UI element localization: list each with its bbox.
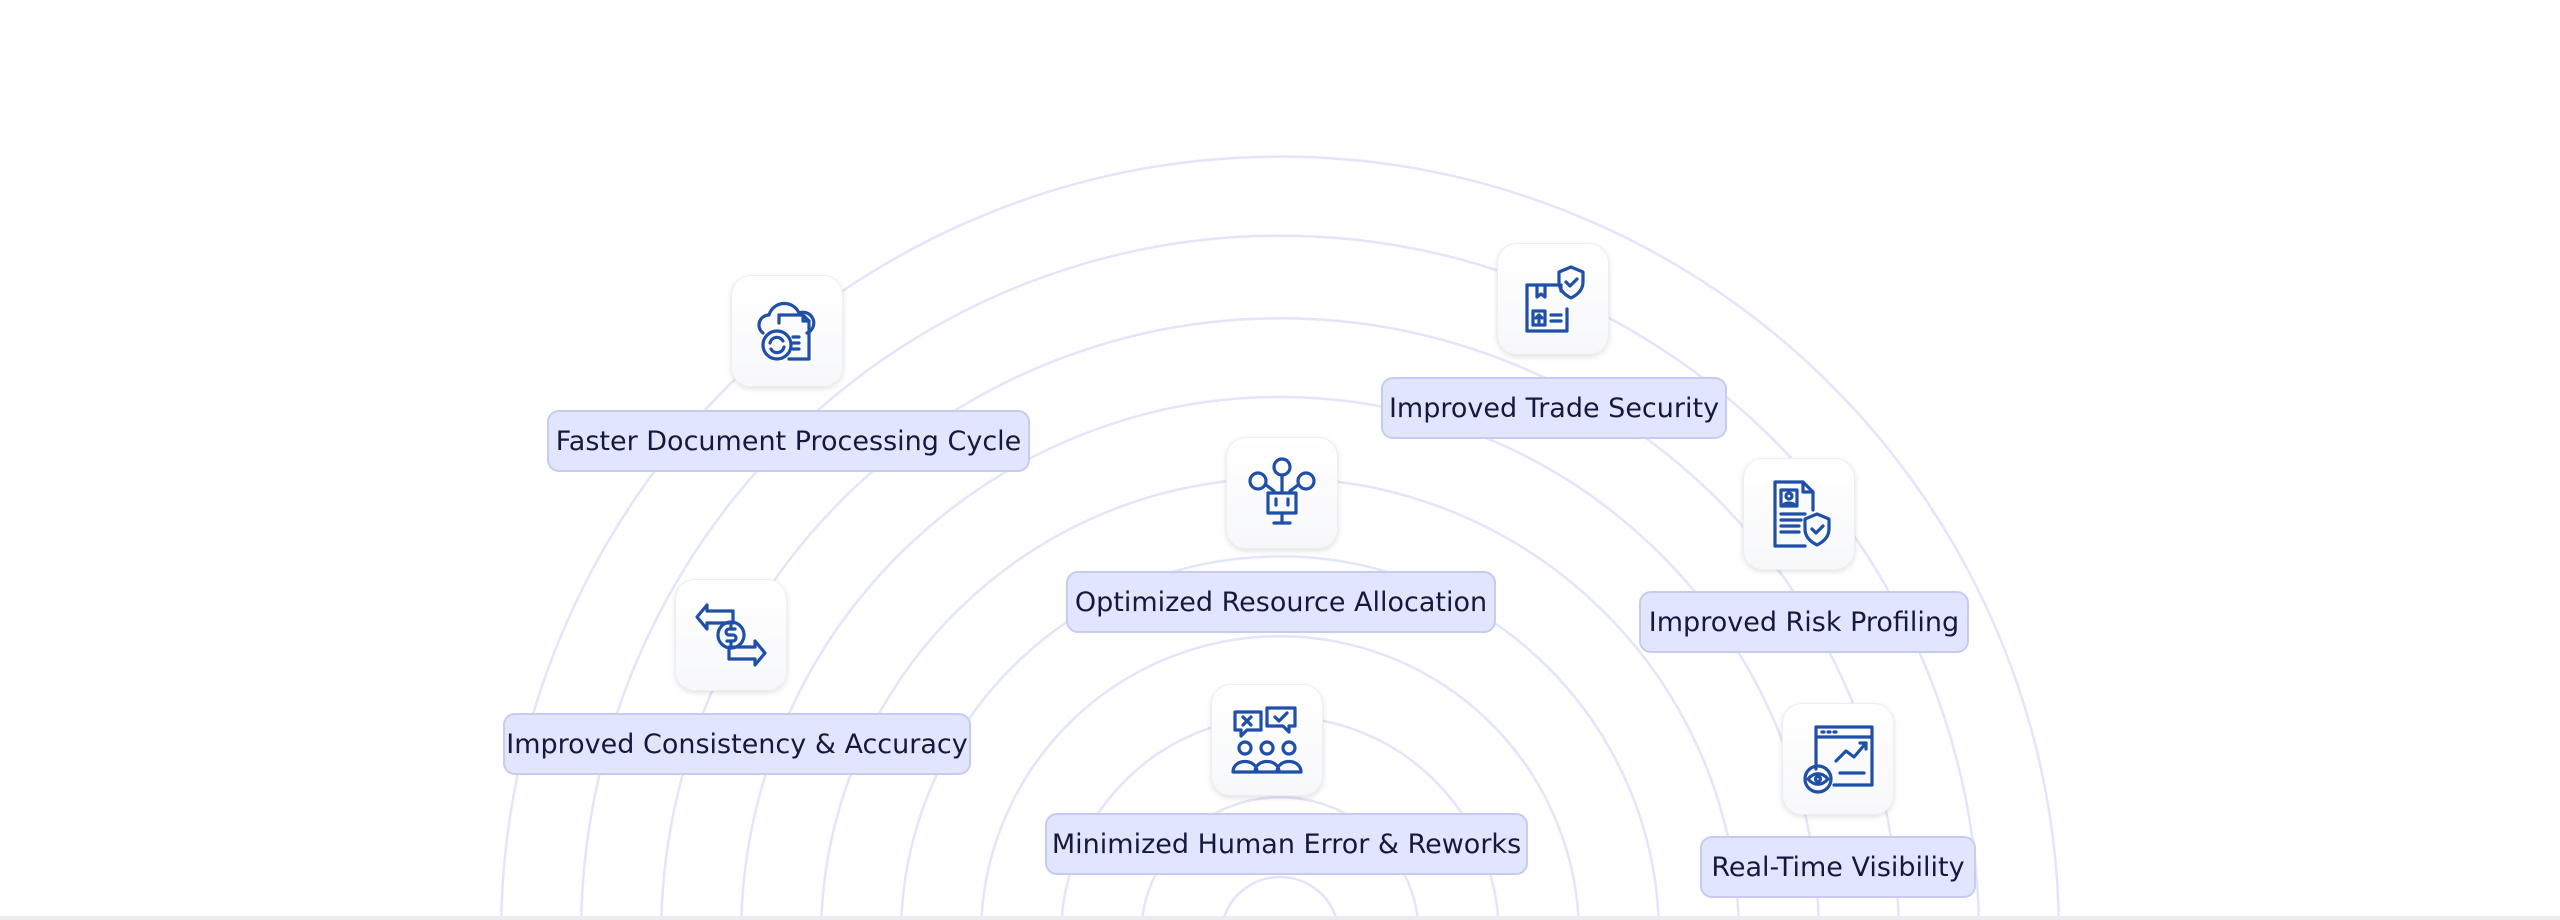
ring	[1222, 875, 1338, 919]
benefit-label: Optimized Resource Allocation	[1066, 571, 1496, 633]
benefit-label: Faster Document Processing Cycle	[547, 410, 1030, 472]
people-network-monitor-icon	[1226, 437, 1338, 549]
dashboard-eye-chart-icon	[1782, 703, 1894, 815]
bottom-divider	[0, 916, 2560, 920]
benefit-label: Improved Consistency & Accuracy	[503, 713, 971, 775]
package-shield-icon	[1497, 243, 1609, 355]
benefit-label: Real-Time Visibility	[1700, 836, 1976, 898]
cloud-document-sync-icon	[731, 275, 843, 387]
benefit-label: Minimized Human Error & Reworks	[1045, 813, 1528, 875]
ring	[579, 234, 1981, 919]
ring	[980, 635, 1580, 919]
team-feedback-icon	[1211, 684, 1323, 796]
ring	[740, 395, 1820, 919]
profile-document-shield-icon	[1743, 458, 1855, 570]
currency-exchange-arrows-icon	[675, 579, 787, 691]
benefit-label: Improved Trade Security	[1381, 377, 1727, 439]
ring	[499, 155, 2061, 919]
benefit-label: Improved Risk Profiling	[1639, 591, 1969, 653]
